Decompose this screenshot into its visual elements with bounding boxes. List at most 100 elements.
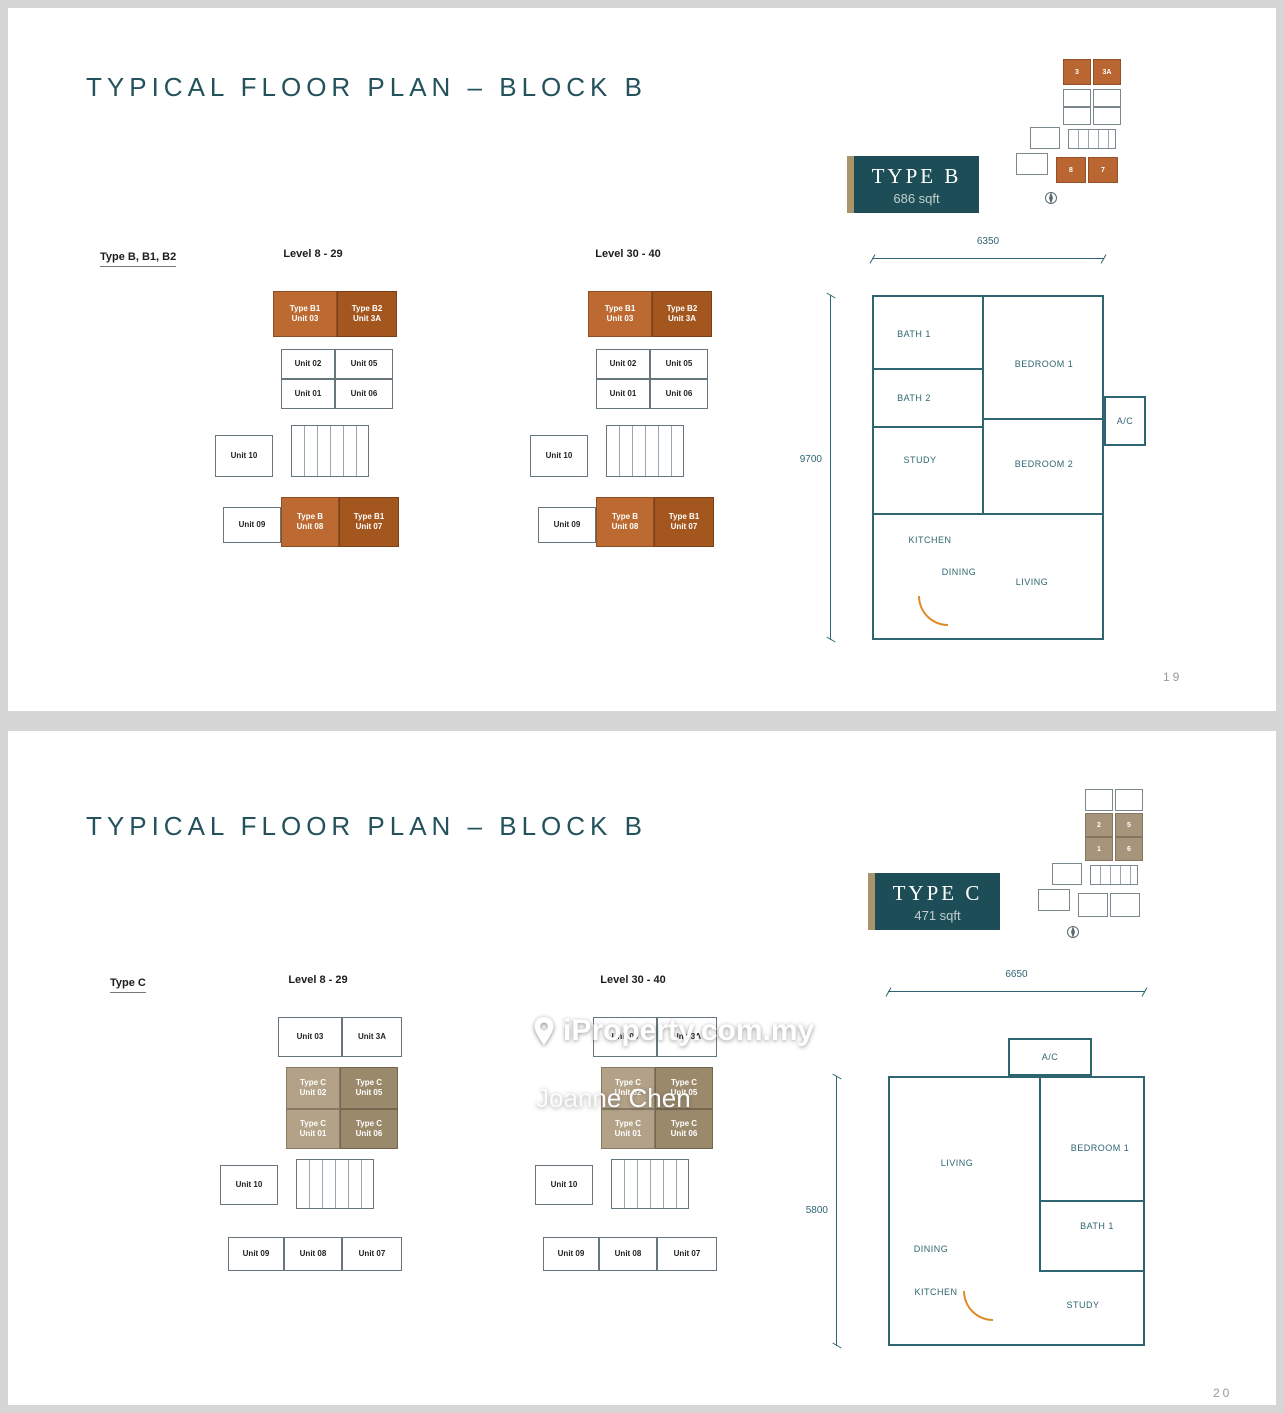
- series-label: Type B, B1, B2: [100, 251, 177, 267]
- unit-label: Unit 06: [670, 1129, 698, 1138]
- page-type-b: TYPICAL FLOOR PLAN – BLOCK B TYPE B 686 …: [8, 8, 1276, 711]
- room-label-ac: A/C: [1116, 416, 1134, 426]
- unit-cell-10: Unit 10: [535, 1165, 593, 1205]
- type-badge-area: 686 sqft: [893, 191, 940, 206]
- unit-cell-01: Unit 01: [281, 379, 335, 409]
- unit-type-label: Type C: [299, 1077, 327, 1087]
- keyplan-unit: [1052, 863, 1082, 885]
- keyplan-unit-6: 6: [1115, 837, 1143, 861]
- unit-cell-09: Unit 09: [543, 1237, 599, 1271]
- location-pin-icon: [534, 1017, 554, 1045]
- keyplan-unit-1: 1: [1085, 837, 1113, 861]
- unit-label: Unit 10: [550, 1179, 578, 1189]
- unit-label: Unit 09: [238, 519, 266, 529]
- unit-label: Unit 05: [355, 1088, 383, 1097]
- keyplan-core: [1090, 865, 1138, 885]
- unit-cell-10: Unit 10: [530, 435, 588, 477]
- unit-type-label: Type C: [299, 1118, 327, 1128]
- unit-label: Unit 09: [553, 519, 581, 529]
- wall: [982, 295, 984, 515]
- unit-type-label: Type B: [296, 511, 324, 521]
- type-badge-label: TYPE B: [871, 164, 962, 188]
- lift-core: [291, 425, 369, 477]
- room-label-kitchen: KITCHEN: [914, 1287, 958, 1297]
- unit-label: Unit 3A: [358, 1031, 386, 1041]
- unit-label: Unit 10: [230, 450, 258, 460]
- keyplan-unit-8: 8: [1056, 157, 1086, 183]
- unit-label: Unit 3A: [353, 314, 381, 323]
- wall: [872, 426, 984, 428]
- block-key-plan: 3 3A 8 7: [1008, 53, 1173, 223]
- unit-type-label: Type C: [355, 1118, 383, 1128]
- wall: [1039, 1200, 1145, 1202]
- unit-cell-10: Unit 10: [220, 1165, 278, 1205]
- unit-cell-05: Unit 05: [650, 349, 708, 379]
- unit-cell-07: Unit 07: [342, 1237, 402, 1271]
- unit-label: Unit 01: [609, 388, 637, 398]
- room-label-study: STUDY: [903, 455, 937, 465]
- keyplan-unit-3a: 3A: [1093, 59, 1121, 85]
- level-label-left: Level 8 - 29: [288, 974, 348, 986]
- room-label-study: STUDY: [1066, 1300, 1100, 1310]
- unit-cell-02: Unit 02: [596, 349, 650, 379]
- unit-type-label: Type B1: [353, 511, 385, 521]
- unit-cell-09: Unit 09: [223, 507, 281, 543]
- unit-label: Unit 03: [291, 314, 319, 323]
- keyplan-unit-5: 5: [1115, 813, 1143, 837]
- unit-cell-3a: Unit 3A: [657, 1017, 717, 1057]
- page-number: 19: [1163, 670, 1183, 684]
- watermark: iProperty.com.my: [532, 1014, 814, 1048]
- room-label-bath2: BATH 2: [897, 393, 931, 403]
- keyplan-unit-3: 3: [1063, 59, 1091, 85]
- keyplan-unit-2: 2: [1085, 813, 1113, 837]
- unit-label: Unit 07: [358, 1248, 386, 1258]
- watermark-agent: Joanne Chen: [536, 1083, 691, 1113]
- unit-label: Unit 06: [355, 1129, 383, 1138]
- keyplan-unit: [1093, 89, 1121, 107]
- ac-ledge: A/C: [1008, 1038, 1092, 1076]
- level-label-right: Level 30 - 40: [600, 974, 666, 986]
- unit-label: Unit 07: [673, 1248, 701, 1258]
- watermark-brand: iProperty.com.my: [563, 1014, 815, 1047]
- level-label-right: Level 30 - 40: [595, 248, 661, 260]
- room-label-dining: DINING: [913, 1244, 949, 1254]
- ac-ledge: A/C: [1104, 396, 1146, 446]
- keyplan-unit: [1038, 889, 1070, 911]
- lift-core: [611, 1159, 689, 1209]
- room-label-bedroom2: BEDROOM 2: [1014, 459, 1074, 469]
- unit-type-label: Type B1: [289, 303, 321, 313]
- unit-type-label: Type B1: [668, 511, 700, 521]
- unit-cell-08: Unit 08: [284, 1237, 342, 1271]
- dimension-line-vertical: [830, 295, 831, 640]
- keyplan-unit: [1030, 127, 1060, 149]
- block-key-plan: 2 5 1 6: [1030, 783, 1195, 953]
- unit-type-label: Type B1: [604, 303, 636, 313]
- keyplan-unit: [1063, 107, 1091, 125]
- dimension-line-horizontal: [872, 258, 1104, 259]
- unit-label: Unit 02: [299, 1088, 327, 1097]
- unit-label: Unit 08: [611, 522, 639, 531]
- room-label-living: LIVING: [940, 1158, 974, 1168]
- type-badge: TYPE B 686 sqft: [847, 156, 979, 213]
- room-label-bedroom1: BEDROOM 1: [1070, 1143, 1130, 1153]
- type-badge-area: 471 sqft: [914, 908, 961, 923]
- unit-cell-3a: Unit 3A: [342, 1017, 402, 1057]
- room-label-kitchen: KITCHEN: [908, 535, 952, 545]
- unit-type-label: Type C: [614, 1077, 642, 1087]
- keyplan-unit: [1093, 107, 1121, 125]
- keyplan-unit: [1063, 89, 1091, 107]
- unit-label: Unit 01: [614, 1129, 642, 1138]
- room-label-bath1: BATH 1: [1080, 1221, 1114, 1231]
